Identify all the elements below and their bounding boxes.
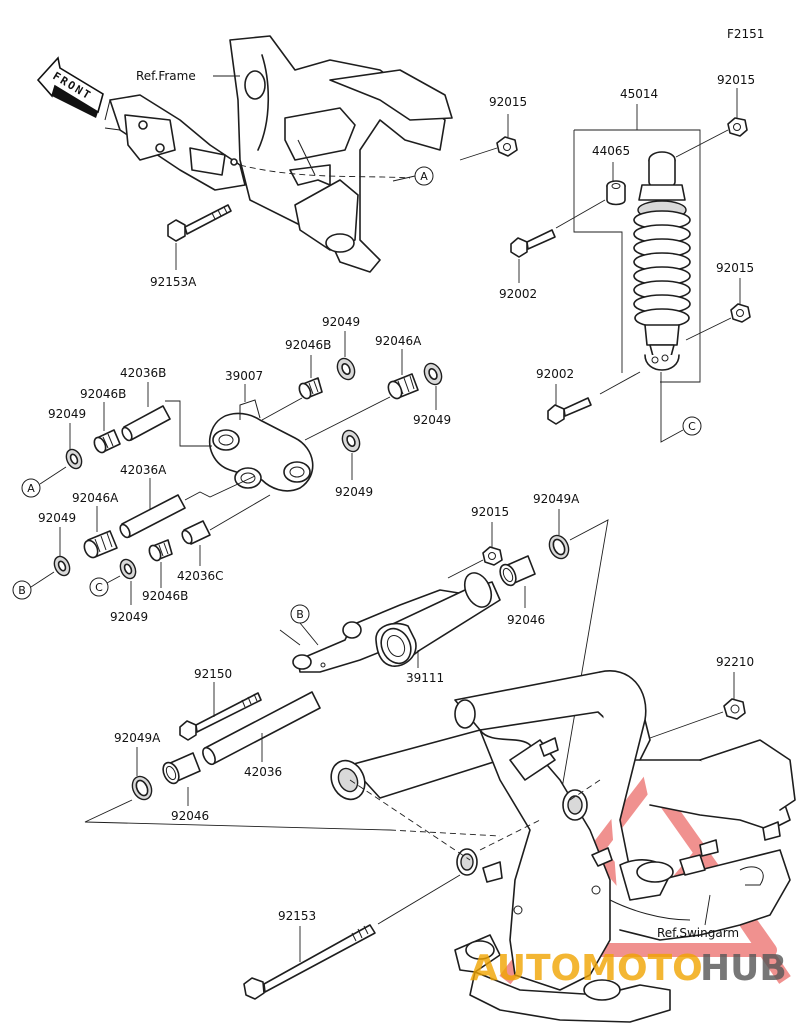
label-92049-f: 92049 [110, 610, 148, 624]
seal-92049A-top [548, 534, 570, 560]
bolt-92002-bottom [547, 397, 592, 425]
label-92046B-a: 92046B [80, 387, 126, 401]
seal-92049-d [341, 429, 361, 453]
sleeve-42036B [121, 405, 171, 442]
bearing-92046A-b [83, 530, 118, 559]
ref-frame-label: Ref.Frame [136, 69, 196, 83]
label-42036A: 42036A [120, 463, 167, 477]
nut-92015-shock-bottom [730, 303, 751, 323]
callout-b-link-label: B [18, 584, 26, 597]
label-39111: 39111 [406, 671, 444, 685]
bolt-92153A [167, 204, 232, 242]
callout-c-shock-label: C [688, 420, 696, 433]
bolt-92002-top [510, 229, 556, 258]
callout-c-link-label: C [95, 581, 103, 594]
sleeve-42036C [181, 520, 211, 545]
label-92015-shock-top: 92015 [717, 73, 755, 87]
seal-92049-e [53, 555, 71, 577]
watermark-text-1: AUTOMOTO [470, 948, 703, 989]
label-92046A-a: 92046A [375, 334, 422, 348]
sleeve-42036A [119, 494, 186, 539]
callout-a-frame-label: A [420, 170, 428, 183]
bearing-92046-bottom [162, 752, 201, 785]
label-42036C: 42036C [177, 569, 224, 583]
label-92049A-top: 92049A [533, 492, 580, 506]
label-42036: 42036 [244, 765, 282, 779]
label-92046A-b: 92046A [72, 491, 119, 505]
watermark: AUTOMOTO HUB [470, 948, 787, 989]
label-92046B-c: 92046B [142, 589, 188, 603]
label-92046-bottom: 92046 [171, 809, 209, 823]
label-92210: 92210 [716, 655, 754, 669]
nut-92015-top [496, 136, 518, 157]
label-92046-top: 92046 [507, 613, 545, 627]
label-92015-mid: 92015 [471, 505, 509, 519]
label-42036B: 42036B [120, 366, 166, 380]
bearing-92046-top [499, 555, 536, 587]
seal-92049A-bottom [131, 775, 153, 801]
label-92153A: 92153A [150, 275, 197, 289]
label-44065: 44065 [592, 144, 630, 158]
label-92049A-bottom: 92049A [114, 731, 161, 745]
callout-a-link [21, 478, 41, 498]
label-92049-c: 92049 [413, 413, 451, 427]
seal-92049-c [423, 362, 443, 386]
bolt-92150 [179, 692, 262, 741]
callout-b-link [12, 580, 32, 600]
callout-c-shock [682, 416, 702, 436]
sleeve-42036 [202, 691, 321, 766]
watermark-text-2: HUB [700, 948, 787, 989]
bolt-92153 [243, 924, 376, 1000]
label-92046B-b: 92046B [285, 338, 331, 352]
nut-92210 [723, 698, 746, 720]
shock-absorber-45014 [633, 151, 691, 371]
label-92049-e: 92049 [38, 511, 76, 525]
front-arrow: FRONT [36, 56, 104, 118]
frame-assembly: Ref.Frame [104, 35, 453, 273]
seal-92049-b [336, 357, 356, 381]
label-92002-bottom: 92002 [536, 367, 574, 381]
label-45014: 45014 [620, 87, 658, 101]
label-92015-top: 92015 [489, 95, 527, 109]
seal-92049-f [119, 558, 137, 580]
bearing-92046B-a [93, 429, 121, 454]
callout-a-link-label: A [27, 482, 35, 495]
bushing-44065 [606, 180, 626, 206]
label-92150: 92150 [194, 667, 232, 681]
label-39007: 39007 [225, 369, 263, 383]
bearing-92046B-c [148, 539, 173, 562]
bearing-92046B-b [298, 377, 323, 400]
label-92153: 92153 [278, 909, 316, 923]
label-92049-a: 92049 [48, 407, 86, 421]
callout-c-link [89, 577, 109, 597]
label-92049-b: 92049 [322, 315, 360, 329]
nut-92015-mid [482, 546, 503, 566]
link-39007 [208, 399, 314, 492]
ref-swingarm-label: Ref.Swingarm [657, 926, 739, 940]
swingarm-assembly [330, 670, 796, 1023]
callout-b-rocker-label: B [296, 608, 304, 621]
seal-92049-a [65, 448, 83, 470]
label-92015-shock-bottom: 92015 [716, 261, 754, 275]
label-92049-d: 92049 [335, 485, 373, 499]
label-92002-top: 92002 [499, 287, 537, 301]
label-figure-code: F2151 [727, 27, 764, 41]
bearing-92046A-a [387, 373, 419, 400]
nut-92015-shock-top [727, 117, 748, 137]
rocker-arm-39111 [292, 572, 501, 673]
